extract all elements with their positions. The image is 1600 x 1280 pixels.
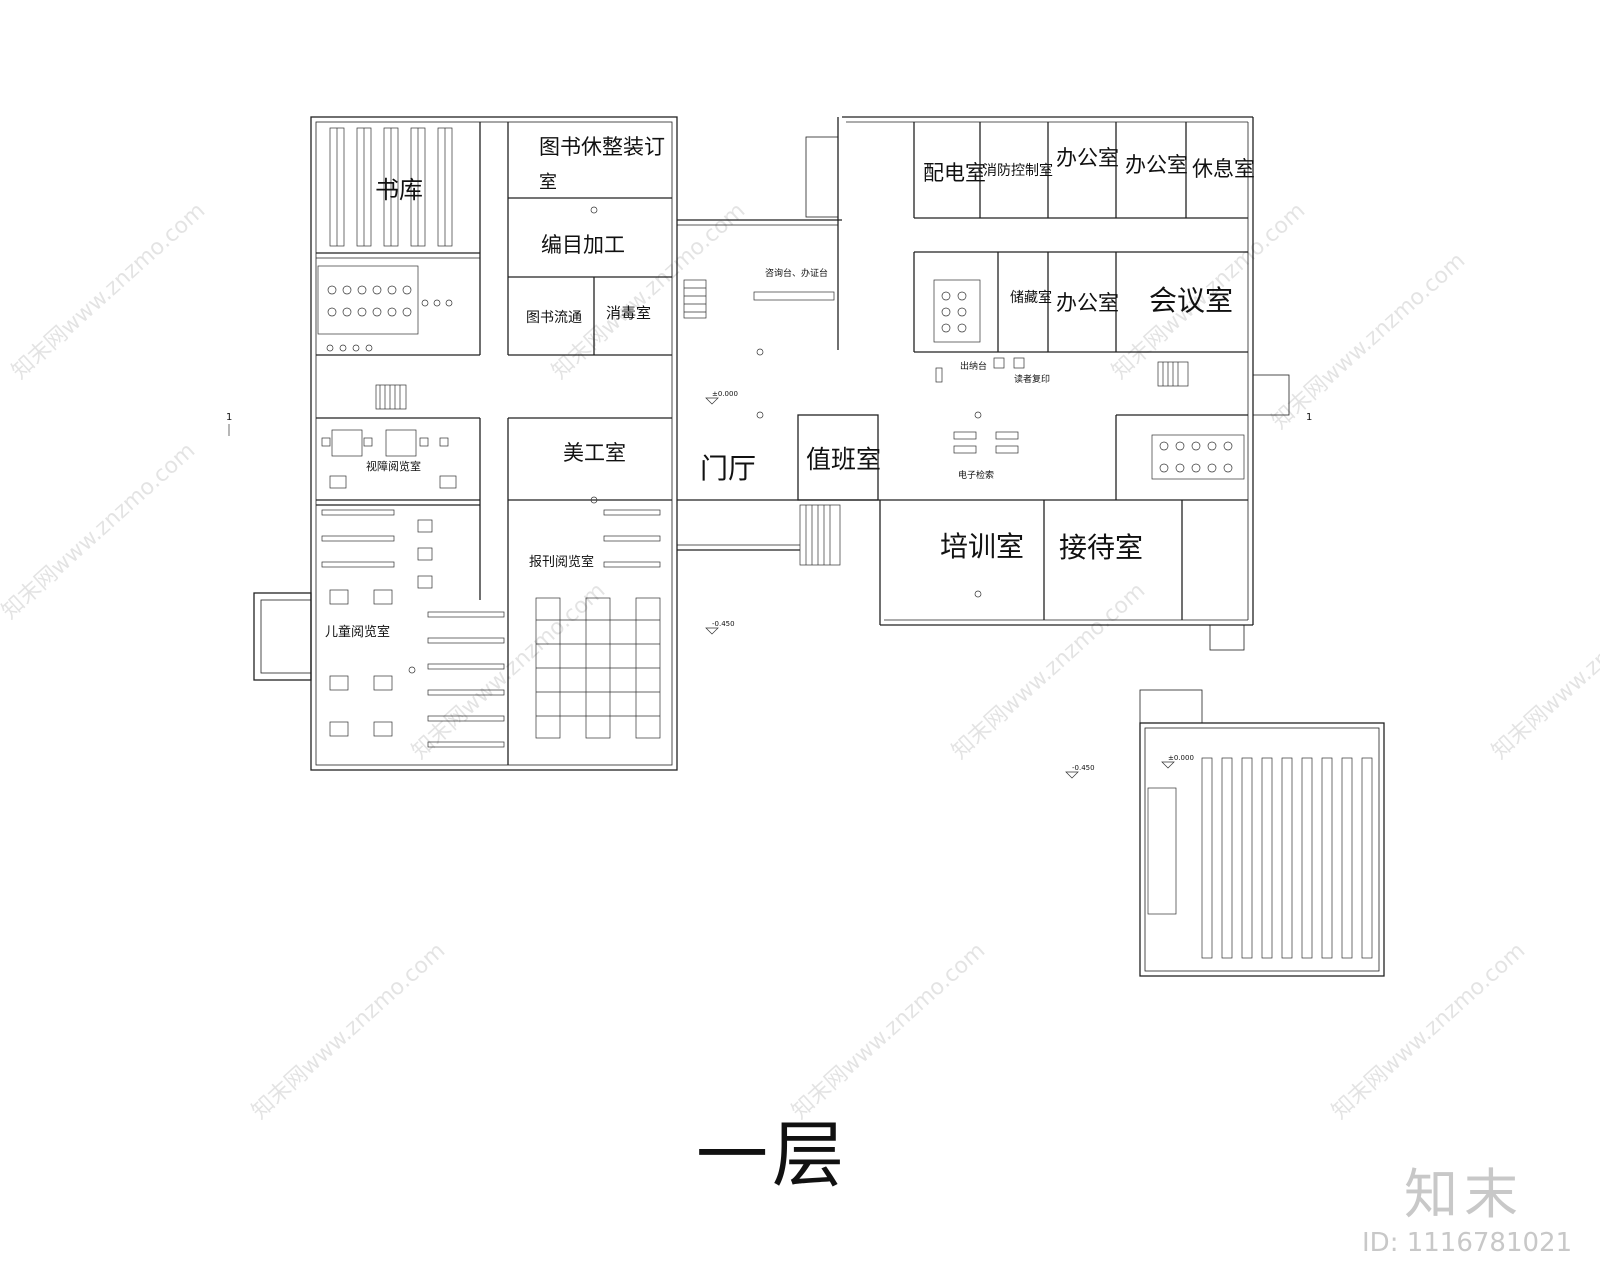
watermark-layer: 知末网www.znzmo.com 知末网www.znzmo.com 知末网www… [0, 198, 1600, 1124]
watermark-text: 知末网www.znzmo.com [1107, 198, 1310, 384]
watermark-text: 知末网www.znzmo.com [1327, 938, 1530, 1124]
label-children-reading: 儿童阅览室 [325, 624, 390, 640]
watermark-text: 知末网www.znzmo.com [1267, 248, 1470, 434]
lobby-walls [677, 116, 1253, 566]
label-training-room: 培训室 [940, 530, 1024, 563]
label-office-1: 办公室 [1056, 146, 1119, 170]
label-book-storage: 书库 [375, 176, 423, 204]
elevation-marks: ±0.000 -0.450 -0.450 ±0.000 1 1 [226, 390, 1312, 779]
label-power-room: 配电室 [923, 161, 986, 185]
elevation-3: -0.450 [1072, 764, 1095, 772]
west-stair [375, 384, 407, 410]
children-reading-furniture [321, 509, 505, 748]
vi-reading-furniture [321, 429, 457, 489]
elevation-2: -0.450 [712, 620, 735, 628]
label-periodical-reading: 报刊阅览室 [529, 554, 594, 570]
label-vi-reading: 视障阅览室 [366, 459, 421, 473]
periodical-reading-furniture [535, 509, 661, 739]
floor-title: 一层 [696, 1113, 849, 1197]
label-book-repair-suffix: 室 [539, 172, 557, 193]
watermark-text: 知末网www.znzmo.com [407, 578, 610, 764]
watermark-logo: 知末 [1404, 1163, 1524, 1226]
label-book-repair: 图书休整装订 [539, 135, 665, 159]
auditorium-block [1139, 689, 1385, 977]
bookshelves [329, 127, 453, 247]
east-toilet-fixtures [933, 279, 1245, 480]
east-block-walls [879, 117, 1290, 651]
label-fire-control: 消防控制室 [983, 162, 1053, 179]
label-art-room: 美工室 [563, 441, 626, 465]
west-toilet-fixtures [317, 265, 453, 352]
label-reception-room: 接待室 [1059, 531, 1143, 564]
watermark-text: 知末网www.znzmo.com [7, 198, 210, 384]
watermark-text: 知末网www.znzmo.com [947, 578, 1150, 764]
watermark-text: 知末网www.znzmo.com [247, 938, 450, 1124]
watermark-id: ID: 1116781021 [1362, 1228, 1573, 1258]
label-office-2: 办公室 [1125, 153, 1188, 177]
label-lobby: 门厅 [700, 452, 756, 485]
label-reader-copy: 读者复印 [1014, 373, 1050, 385]
label-meeting-room: 会议室 [1149, 284, 1233, 317]
west-block-walls [253, 116, 678, 771]
label-storage: 储藏室 [1010, 289, 1052, 306]
e-search-furniture [935, 357, 1189, 454]
label-duty-room: 值班室 [806, 445, 881, 474]
label-consult-desk: 咨询台、办证台 [765, 267, 828, 279]
watermark-text: 知末网www.znzmo.com [547, 198, 750, 384]
section-mark-right: 1 [1306, 412, 1312, 423]
room-labels: 书库 图书休整装订 室 编目加工 图书流通 消毒室 咨询台、办证台 视障阅览室 … [325, 135, 1255, 640]
watermark-text: 知末网www.znzmo.com [0, 438, 200, 624]
section-mark-left: 1 [226, 412, 232, 423]
label-office-3: 办公室 [1056, 291, 1119, 315]
label-circulation: 图书流通 [526, 310, 582, 326]
label-disinfection: 消毒室 [606, 304, 651, 322]
label-e-search: 电子检索 [958, 469, 994, 481]
label-cataloging: 编目加工 [541, 233, 625, 257]
elevation-1: ±0.000 [712, 390, 738, 398]
column-markers [408, 206, 982, 674]
elevation-4: ±0.000 [1168, 754, 1194, 762]
label-rest-room: 休息室 [1192, 157, 1255, 181]
label-lending-desk: 出纳台 [960, 360, 987, 372]
watermark-text: 知末网www.znzmo.com [1487, 578, 1600, 764]
